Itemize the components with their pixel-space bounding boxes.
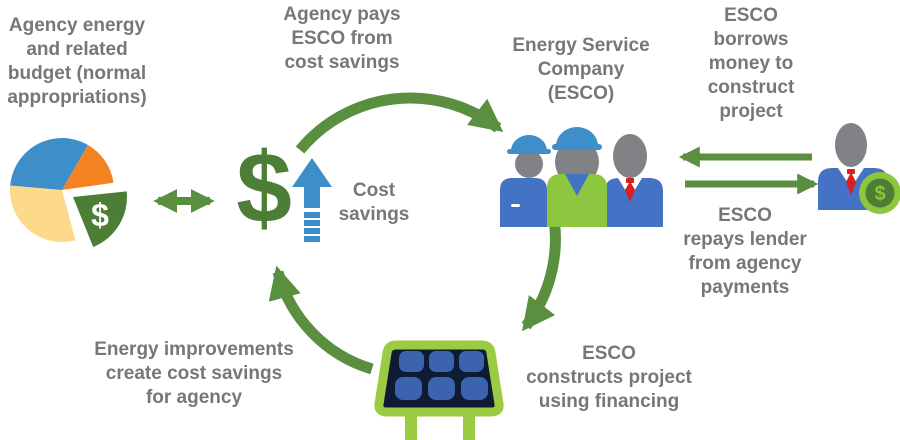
worker-middle-vest	[547, 174, 607, 227]
worker-left-hardhat-brim	[507, 149, 551, 154]
arrow-head	[292, 158, 332, 187]
budget-pie-icon: $	[10, 138, 127, 247]
dollar-sign-icon: $	[236, 132, 292, 244]
lender-tie	[846, 172, 856, 195]
pie-slice-dollar	[73, 191, 127, 247]
panel-leg-right	[463, 412, 475, 440]
label-esco-title: Energy Service Company (ESCO)	[512, 35, 650, 104]
label-esco-borrows: ESCO borrows money to construct project	[707, 5, 795, 122]
worker-left-pocket	[511, 204, 520, 207]
arrow-stripe	[304, 220, 320, 226]
panel-cell	[399, 351, 424, 372]
label-cost-savings: Cost savings	[338, 180, 410, 225]
person-right-head	[613, 134, 647, 178]
lender-icon: $	[818, 123, 900, 214]
coin-dollar-glyph: $	[874, 183, 885, 205]
panel-cell	[395, 377, 422, 400]
label-esco-constructs: ESCO constructs project using financing	[526, 343, 692, 412]
pie-slice-yellow	[10, 185, 76, 242]
solar-panel-icon	[374, 340, 504, 440]
arrow-stripe	[304, 212, 320, 218]
person-right-torso	[605, 178, 663, 227]
worker-middle-hardhat-icon	[556, 127, 598, 146]
panel-leg-left	[405, 412, 417, 440]
worker-left-hardhat-icon	[511, 135, 547, 151]
cycle-arc-left-icon	[268, 265, 374, 375]
person-right-tie-knot	[626, 178, 634, 183]
lender-tie-knot	[847, 169, 855, 174]
pie-slice-blue	[10, 138, 89, 190]
worker-left-face	[515, 150, 543, 178]
label-agency-pays: Agency pays ESCO from cost savings	[283, 4, 401, 73]
arrow-stripe	[304, 236, 320, 242]
worker-middle-hair	[555, 139, 599, 185]
worker-left-torso	[500, 178, 547, 227]
person-right-tie	[625, 181, 635, 202]
esco-team-icon	[500, 127, 663, 227]
cost-savings-arrow-icon	[292, 158, 332, 242]
worker-middle-hardhat-brim	[552, 144, 602, 150]
label-agency-budget: Agency energy and related budget (normal…	[7, 15, 147, 108]
panel-cell	[428, 377, 455, 400]
arrow-stripe	[304, 228, 320, 234]
panel-cell	[459, 351, 484, 372]
cycle-arc-top-icon	[295, 92, 504, 154]
panel-cell	[429, 351, 454, 372]
worker-middle-vneck	[565, 174, 589, 196]
pie-slice-orange	[62, 145, 114, 190]
label-energy-improvements: Energy improvements create cost savings …	[94, 339, 294, 408]
pie-dollar-glyph: $	[91, 197, 109, 233]
label-esco-repays: ESCO repays lender from agency payments	[683, 205, 807, 298]
lender-head	[835, 123, 867, 167]
panel-cell	[461, 377, 488, 400]
arrow-shaft	[304, 187, 320, 208]
money-coin-inner	[865, 178, 895, 208]
